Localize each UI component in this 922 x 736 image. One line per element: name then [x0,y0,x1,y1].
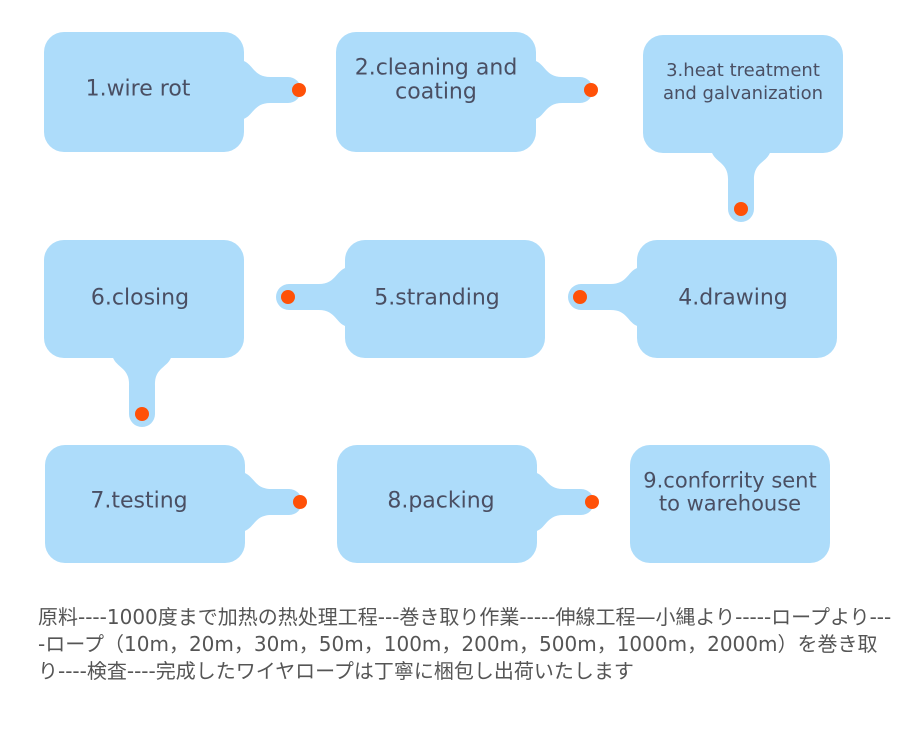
step-label-line: 9.conforrity sent [643,469,816,493]
connector-dot [585,495,599,509]
connector-dot [584,83,598,97]
step-node-6: 6.closing [44,240,244,427]
connector-tab [532,60,593,120]
connector-dot [281,290,295,304]
step-card [345,240,545,358]
step-node-4: 4.drawing [568,240,837,358]
step-node-8: 8.packing [337,445,599,563]
connector-tab [568,267,641,327]
connector-dot [734,202,748,216]
process-note: 原料----1000度まで加热の热处理工程---巻き取り作業-----伸線工程—… [38,605,892,683]
step-card [630,445,830,563]
step-node-7: 7.testing [45,445,307,563]
step-card [337,445,537,563]
connector-tab [112,354,172,427]
connector-tab [533,472,594,532]
connector-dot [292,83,306,97]
step-card [643,35,843,153]
connector-tab [276,267,349,327]
step-node-5: 5.stranding [276,240,545,358]
connector-dot [135,407,149,421]
step-label-line: to warehouse [659,492,801,516]
connector-tab [711,149,771,222]
step-label-line: 2.cleaning and [355,56,518,81]
step-card [45,445,245,563]
step-card [44,240,244,358]
step-label-line: coating [395,80,477,105]
connector-tab [240,60,301,120]
step-label-line: 7.testing [90,489,187,514]
step-label-line: 8.packing [387,489,494,514]
connector-dot [573,290,587,304]
step-node-1: 1.wire rot [44,32,306,152]
step-card [44,32,244,152]
connector-dot [293,495,307,509]
step-label-line: 4.drawing [678,286,788,311]
step-label-line: and galvanization [663,83,823,104]
step-card [336,32,536,152]
connector-tab [241,472,302,532]
step-label-line: 1.wire rot [86,77,191,102]
step-card [637,240,837,358]
step-label-line: 3.heat treatment [666,60,820,81]
step-label-line: 6.closing [91,286,189,311]
step-label-line: 5.stranding [374,286,500,311]
